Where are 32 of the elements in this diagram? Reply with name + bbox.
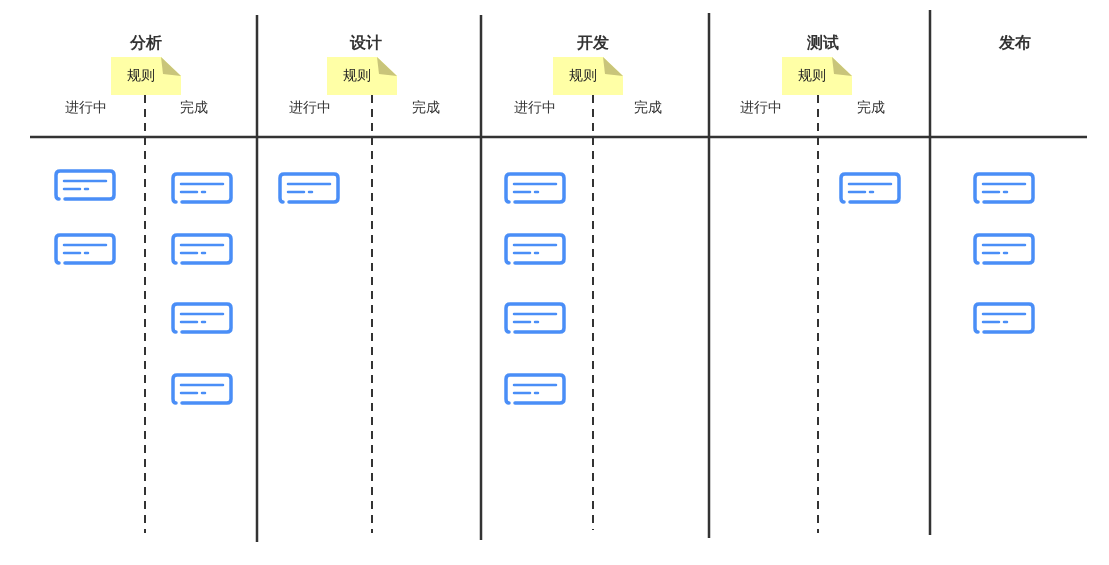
sticky-note: 规则 <box>327 57 397 95</box>
card-icon <box>170 171 234 205</box>
sub-column-label: 完成 <box>634 99 662 117</box>
sticky-note: 规则 <box>553 57 623 95</box>
card-icon <box>503 301 567 335</box>
column-heading: 设计 <box>350 32 382 54</box>
sub-column-label: 完成 <box>180 99 208 117</box>
card-icon <box>53 232 117 266</box>
card-icon <box>503 232 567 266</box>
card-icon <box>838 171 902 205</box>
sub-column-label: 完成 <box>857 99 885 117</box>
column-heading: 发布 <box>999 32 1031 54</box>
card-icon <box>503 171 567 205</box>
card-icon <box>972 232 1036 266</box>
sub-column-label: 完成 <box>412 99 440 117</box>
sticky-note: 规则 <box>782 57 852 95</box>
sub-column-label: 进行中 <box>289 99 331 117</box>
column-heading: 测试 <box>807 32 839 54</box>
sub-column-label: 进行中 <box>514 99 556 117</box>
card-icon <box>53 168 117 202</box>
card-icon <box>170 372 234 406</box>
card-icon <box>277 171 341 205</box>
card-icon <box>972 301 1036 335</box>
card-icon <box>972 171 1036 205</box>
card-icon <box>503 372 567 406</box>
sticky-note: 规则 <box>111 57 181 95</box>
column-heading: 开发 <box>577 32 609 54</box>
sub-column-label: 进行中 <box>740 99 782 117</box>
card-icon <box>170 232 234 266</box>
sub-column-label: 进行中 <box>65 99 107 117</box>
column-heading: 分析 <box>130 32 162 54</box>
card-icon <box>170 301 234 335</box>
